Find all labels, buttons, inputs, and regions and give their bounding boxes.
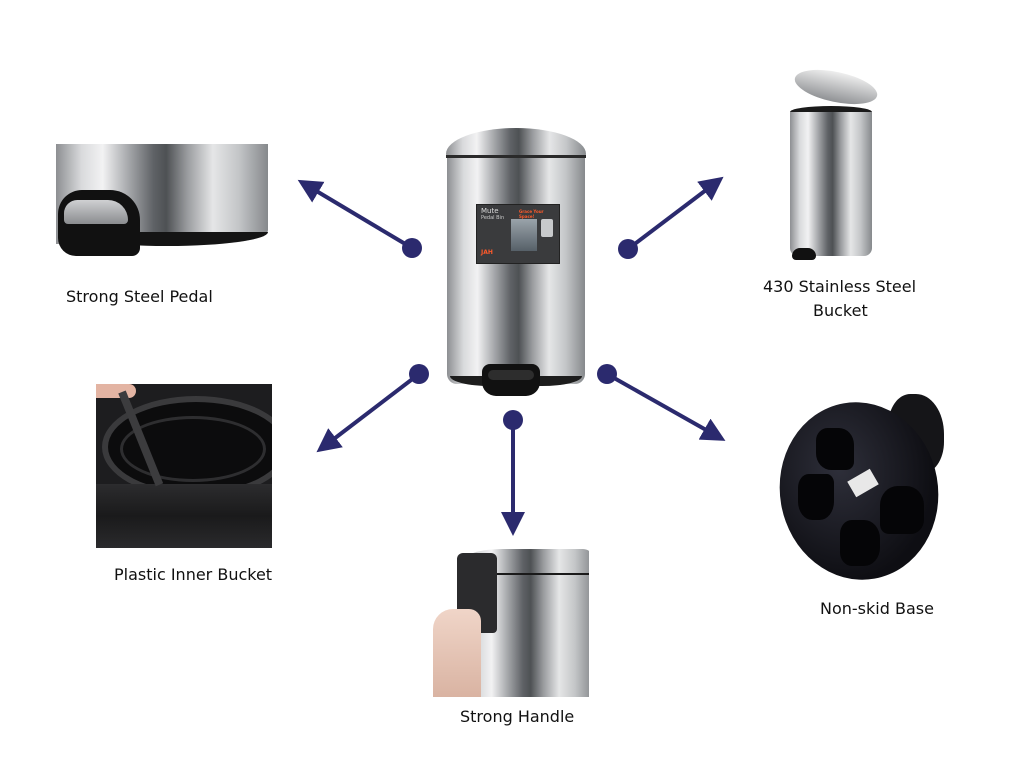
label-subtitle: Pedal Bin: [481, 215, 505, 221]
arrow-origin-dot: [597, 364, 617, 384]
arrow-origin-dot: [503, 410, 523, 430]
hand: [96, 384, 136, 398]
arrow-origin-dot: [402, 238, 422, 258]
center-product-image: Mute Pedal Bin Grace Your Space! JAH: [446, 128, 586, 398]
lid-rim: [446, 155, 586, 158]
feature-inner-bucket-caption: Plastic Inner Bucket: [114, 565, 273, 584]
feature-inner-bucket-image: [96, 384, 272, 548]
arrow-to-base: [597, 364, 726, 441]
feature-base-caption: Non-skid Base: [820, 599, 934, 618]
feature-pedal-caption: Strong Steel Pedal: [66, 287, 213, 306]
label-logo: JAH: [481, 249, 493, 256]
arrow-to-steel-bucket: [618, 176, 724, 259]
feature-handle-caption: Strong Handle: [460, 707, 575, 726]
feature-base-image: [765, 388, 953, 593]
feature-handle-image: [433, 545, 589, 697]
feature-steel-bucket-caption-line1: 430 Stainless Steel: [763, 277, 917, 296]
label-brand: Mute: [481, 207, 499, 215]
feature-pedal-image: [56, 144, 268, 260]
bin-body: [447, 158, 585, 384]
label-mini-bin: [541, 219, 553, 237]
label-slogan: Grace Your Space!: [519, 209, 544, 219]
feature-steel-bucket-caption-line2: Bucket: [813, 301, 868, 320]
pedal-part: [58, 190, 140, 256]
arrow-to-pedal: [297, 179, 422, 258]
arrow-origin-dot: [409, 364, 429, 384]
arrow-origin-dot: [618, 239, 638, 259]
bin-pedal: [482, 364, 540, 396]
arrow-to-inner-bucket: [316, 364, 429, 453]
feature-steel-bucket-image: [784, 63, 881, 262]
product-label: Mute Pedal Bin Grace Your Space! JAH: [476, 204, 560, 264]
arrow-to-handle: [501, 410, 525, 536]
label-photo: [511, 219, 537, 251]
hand: [433, 609, 481, 697]
